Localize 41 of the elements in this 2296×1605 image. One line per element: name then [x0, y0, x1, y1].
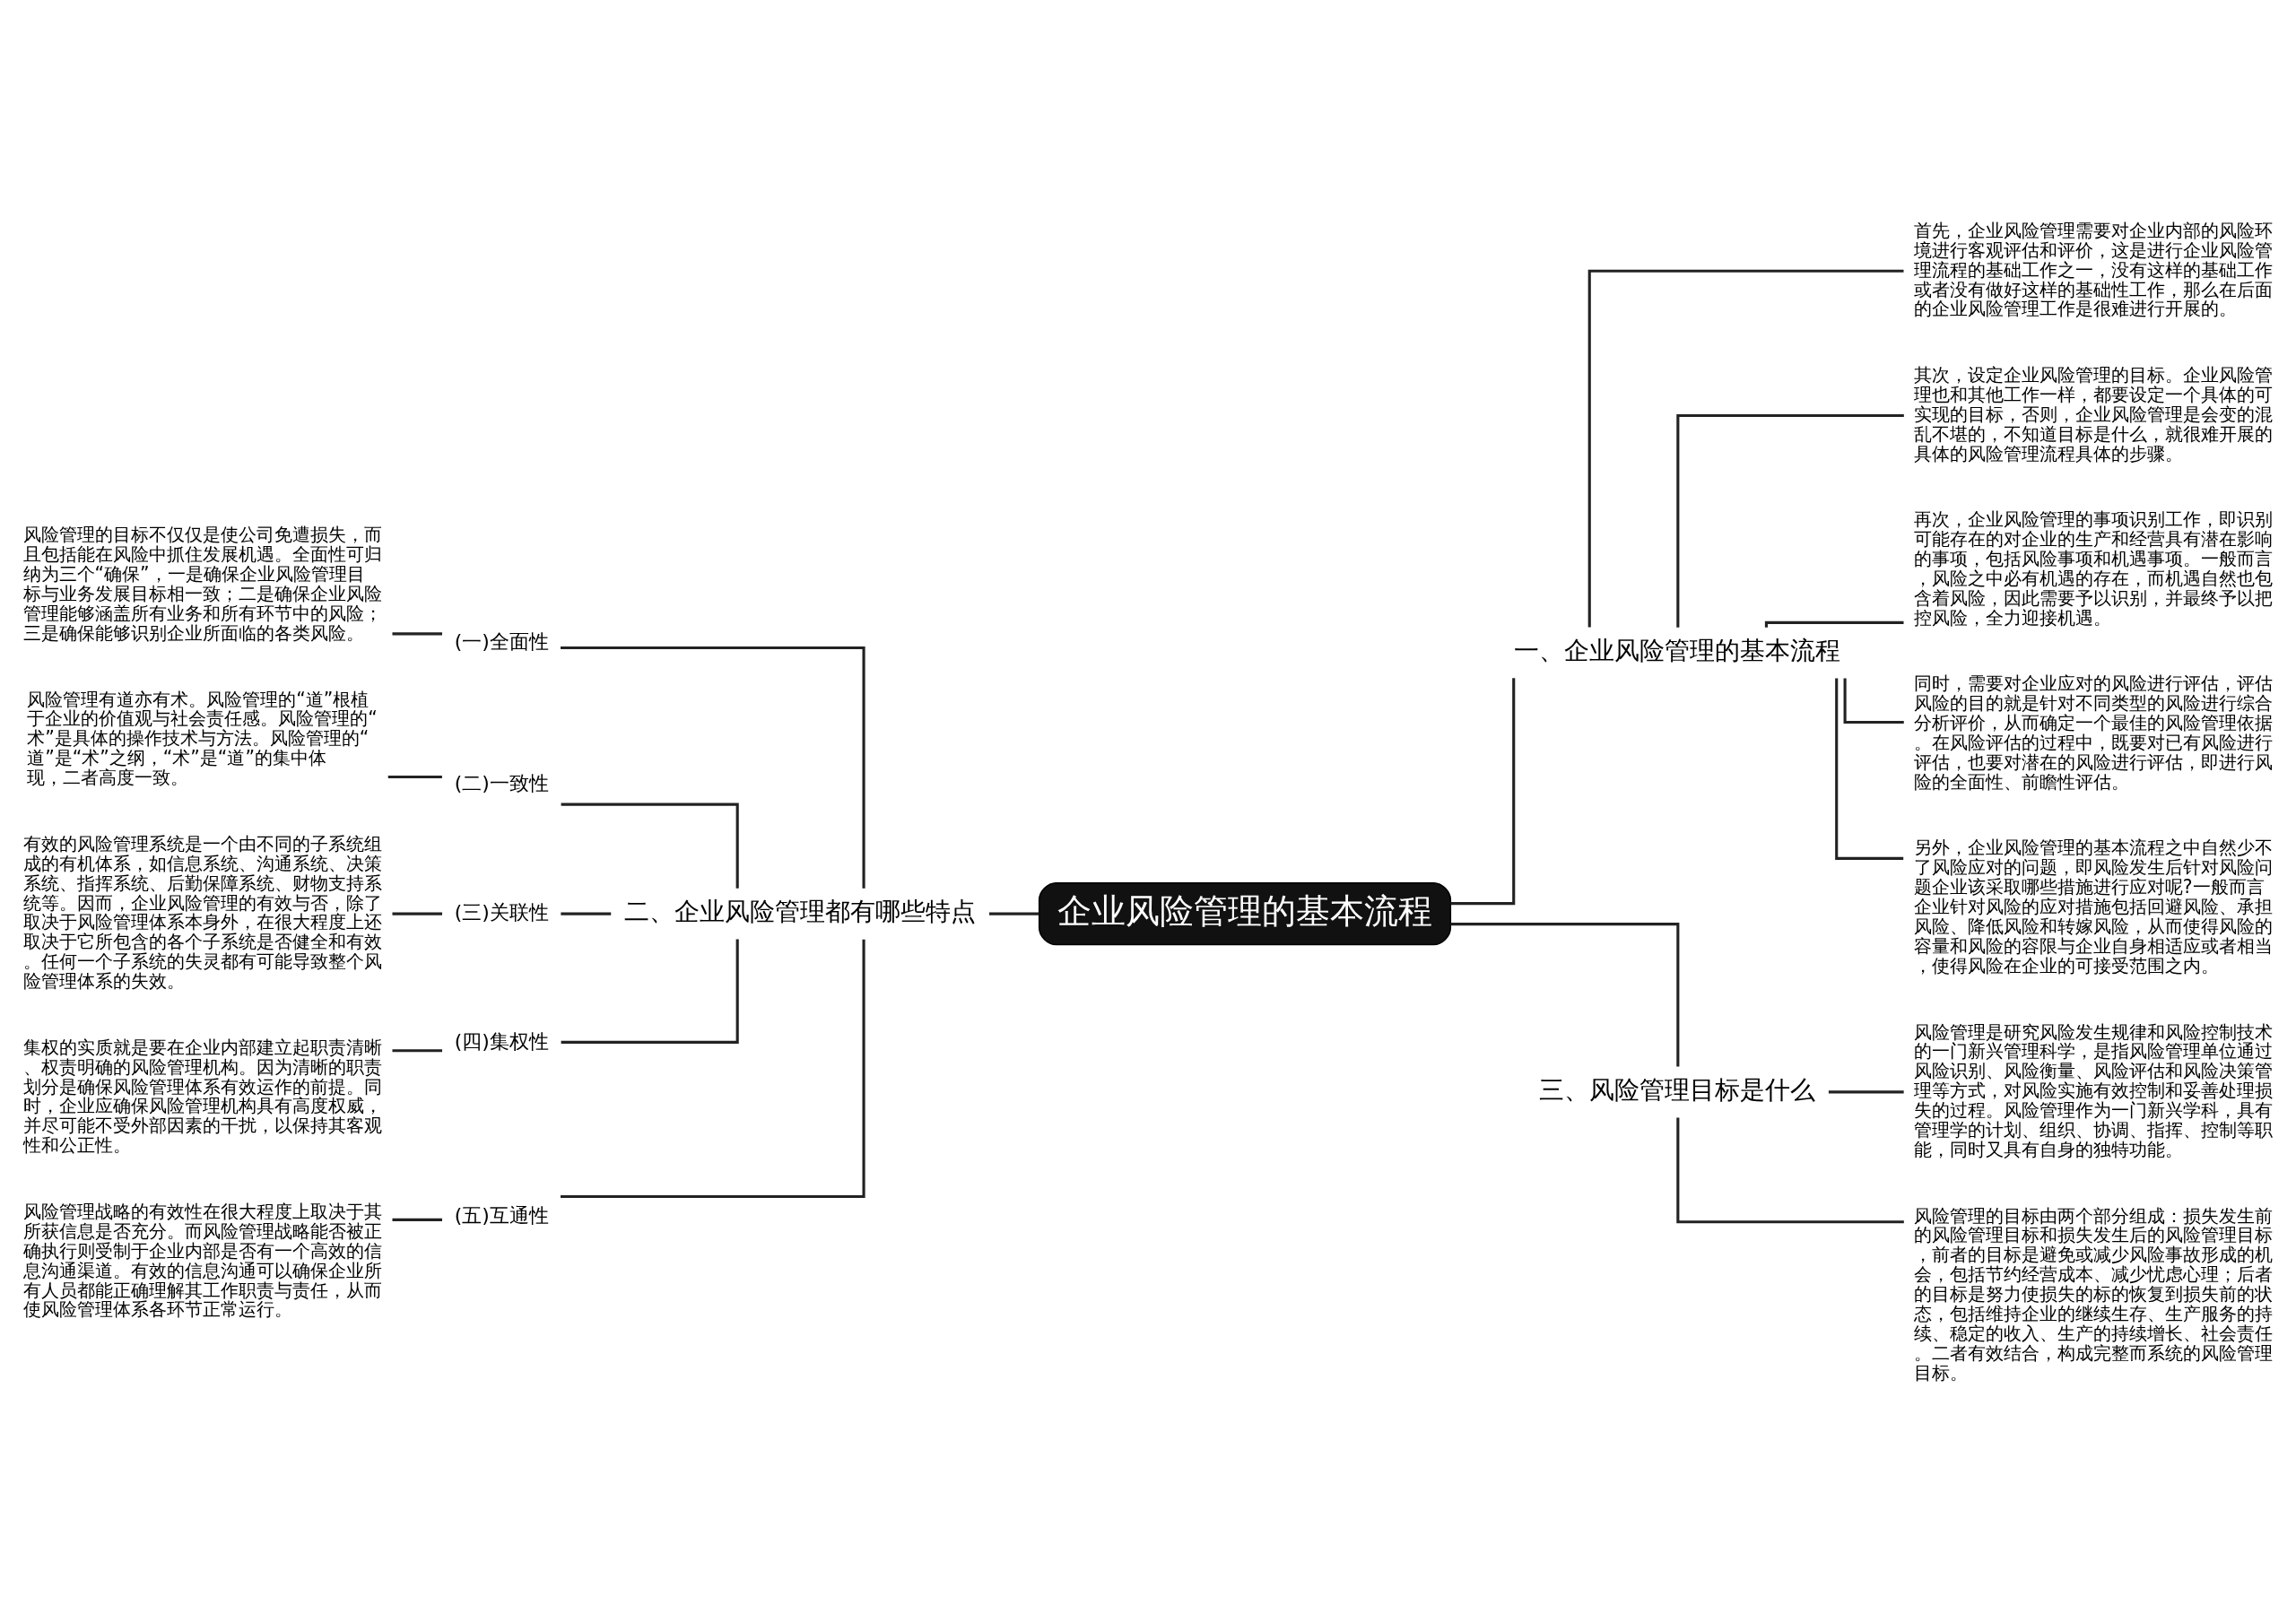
node-text: 一、企业风险管理的基本流程 — [1514, 635, 1841, 665]
connector — [561, 646, 865, 889]
connector — [561, 912, 612, 915]
connector — [1450, 922, 1680, 1066]
node-text: 集权的实质就是要在企业内部建立起职责清晰、权责明确的风险管理机构。因为清晰的职责划分是确保风险管理体系有效运作的前提。同时，企业应确保风险管理机构具有高度权威，并尽可能不受外部因素的干扰，以保持其客观性和公正性。 — [22, 1036, 382, 1156]
connector — [561, 939, 865, 1198]
connector — [1450, 677, 1516, 905]
node-text: (五)互通性 — [454, 1203, 549, 1227]
node-text: 二、企业风险管理都有哪些特点 — [623, 896, 976, 926]
connector — [387, 775, 442, 778]
node-text: (三)关联性 — [454, 900, 549, 924]
node-text: (二)一致性 — [454, 771, 549, 794]
node-text: 另外，企业风险管理的基本流程之中自然少不了风险应对的问题，即风险发生后针对风险问题企业该采取哪些措施进行应对呢?一般而言企业针对风险的应对措施包括回避风险、承担风险、降低风险和转嫁风险，从而使得风险的容量和风险的容限与企业自身相适应或者相当，使得风险在企业的可接受范围之内。 — [1913, 836, 2273, 976]
connector — [1764, 620, 1904, 628]
node-text: 有效的风险管理系统是一个由不同的子系统组成的有机体系，如信息系统、沟通系统、决策系统、指挥系统、后勤保障系统、财物支持系统等。因而，企业风险管理的有效与否，除了取决于风险管理体系本身外，在很大程度上还取决于它所包含的各个子系统是否健全和有效。任何一个子系统的失灵都有可能导致整个风险管理体系的失效。 — [22, 832, 382, 992]
connector — [1843, 677, 1904, 724]
node-text: 同时，需要对企业应对的风险进行评估，评估风险的目的就是针对不同类型的风险进行综合分析评价，从而确定一个最佳的风险管理依据。在风险评估的过程中，既要对已有风险进行评估，也要对潜在的风险进行评估，即进行风险的全面性、前瞻性评估。 — [1913, 672, 2273, 793]
connector — [1835, 678, 1904, 860]
node-box: 企业风险管理的基本流程 — [1038, 881, 1452, 945]
connector — [561, 802, 739, 889]
connector — [392, 1218, 442, 1221]
node-text: 风险管理战略的有效性在很大程度上取决于其所获信息是否充分。而风险管理战略能否被正确执行则受制于企业内部是否有一个高效的信息沟通渠道。有效的信息沟通可以确保企业所有人员都能正确理解其工作职责与责任，从而使风险管理体系各环节正常运行。 — [22, 1200, 382, 1320]
node-text: 再次，企业风险管理的事项识别工作，即识别可能存在的对企业的生产和经营具有潜在影响的事项，包括风险事项和机遇事项。一般而言，风险之中必有机遇的存在，而机遇自然也包含着风险，因此需要予以识别，并最终予以把控风险，全力迎接机遇。 — [1913, 508, 2273, 629]
connector — [392, 1048, 442, 1052]
connector — [392, 631, 442, 635]
node-text: 风险管理有道亦有术。风险管理的“道”根植于企业的价值观与社会责任感。风险管理的“术”是具体的操作技术与方法。风险管理的“道”是“术”之纲，“术”是“道”的集中体现，二者高度一致。 — [27, 688, 378, 788]
connector — [392, 912, 442, 915]
connector — [989, 912, 1039, 915]
connector — [1676, 413, 1904, 628]
node-text: 风险管理的目标不仅仅是使公司免遭损失，而且包括能在风险中抓住发展机遇。全面性可归纳为三个“确保”，一是确保企业风险管理目标与业务发展目标相一致；二是确保企业风险管理能够涵盖所有业务和所有环节中的风险；三是确保能够识别企业所面临的各类风险。 — [22, 523, 382, 644]
node-text: 首先，企业风险管理需要对企业内部的风险环境进行客观评估和评价，这是进行企业风险管理流程的基础工作之一，没有这样的基础工作或者没有做好这样的基础性工作，那么在后面的企业风险管理工作是很难进行开展的。 — [1913, 219, 2273, 319]
node-text: 风险管理是研究风险发生规律和风险控制技术的一门新兴管理科学，是指风险管理单位通过风险识别、风险衡量、风险评估和风险决策管理等方式，对风险实施有效控制和妥善处理损失的过程。风险管理作为一门新兴学科，具有管理学的计划、组织、协调、指挥、控制等职能，同时又具有自身的独特功能。 — [1913, 1020, 2273, 1160]
connector — [1587, 269, 1904, 627]
node-text: 风险管理的目标由两个部分组成：损失发生前的风险管理目标和损失发生后的风险管理目标，前者的目标是避免或减少风险事故形成的机会，包括节约经营成本、减少忧虑心理；后者的目标是努力使损失的标的恢复到损失前的状态，包括维持企业的继续生存、生产服务的持续、稳定的收入、生产的持续增长、社会责任。二者有效结合，构成完整而系统的风险管理目标。 — [1913, 1204, 2273, 1384]
connector — [1676, 1117, 1904, 1223]
connector — [1828, 1089, 1904, 1093]
node-text: (一)全面性 — [454, 629, 549, 653]
node-text: 其次，设定企业风险管理的目标。企业风险管理也和其他工作一样，都要设定一个具体的可实现的目标，否则，企业风险管理是会变的混乱不堪的，不知道目标是什么，就很难开展的具体的风险管理流程具体的步骤。 — [1913, 363, 2273, 464]
connector — [561, 938, 739, 1044]
node-text: 三、风险管理目标是什么 — [1539, 1074, 1816, 1105]
node-text: (四)集权性 — [454, 1029, 549, 1053]
